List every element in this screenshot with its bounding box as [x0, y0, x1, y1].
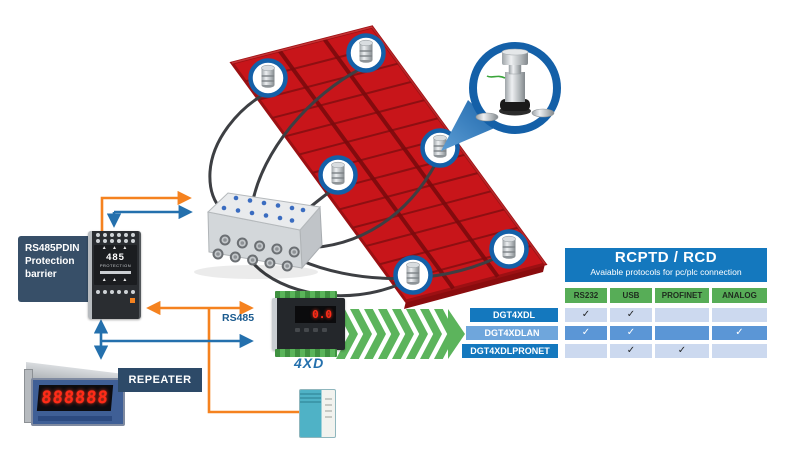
table-cell: ✓ [610, 344, 652, 358]
table-header: RCPTD / RCD Avaiable protocols for pc/pl… [565, 248, 767, 282]
table-cell: ✓ [610, 326, 652, 340]
table-cell [655, 308, 709, 322]
divider [100, 271, 131, 274]
table-subtitle: Avaiable protocols for pc/plc connection [590, 267, 742, 277]
load-cell-badge [393, 255, 433, 295]
load-cell-magnifier [441, 42, 561, 151]
load-cell-badge [248, 58, 288, 98]
callout-line: barrier [25, 269, 57, 280]
junction-box [194, 192, 323, 279]
load-cell-badges [248, 33, 529, 295]
table-cell: ✓ [610, 308, 652, 322]
load-cell-detail [475, 48, 555, 122]
orange-branch-to-psu [207, 308, 314, 414]
row-label-dgt4xdlpronet: DGT4XDLPRONET [462, 344, 558, 358]
dgt4xd-indicator-device: 0.0 [272, 298, 345, 350]
cable [250, 66, 364, 207]
cable [208, 90, 270, 212]
repeater-label: REPEATER [118, 368, 202, 392]
load-cell-badge [346, 33, 386, 73]
column-header-rs232: RS232 [565, 288, 607, 303]
barrier-model-label: 485 [106, 252, 125, 263]
column-header-profinet: PROFINET [655, 288, 709, 303]
table-cell: ✓ [565, 326, 607, 340]
barrier-sub-label: PROTECTION [99, 263, 132, 268]
indicator-marks: ▲ ▲ ▲ [101, 245, 130, 251]
cable [298, 256, 498, 281]
table-cell: ✓ [655, 344, 709, 358]
load-cell-badge [318, 155, 358, 195]
table-cell [712, 344, 767, 358]
magnifier-beam [441, 100, 497, 151]
repeater-button-strip [38, 416, 112, 421]
cable-glands [212, 234, 300, 272]
barrier-callout: RS485PDIN Protection barrier [18, 236, 108, 302]
terminal-dots [221, 195, 306, 223]
barrier-faceplate: ▲ ▲ ▲ 485 PROTECTION ▲ ▲ ▲ [94, 245, 137, 285]
table-cell: ✓ [712, 326, 767, 340]
terminal-screws [92, 231, 139, 237]
rs485-bus-label: RS485 [222, 312, 255, 324]
callout-line: Protection [25, 256, 75, 267]
cable [300, 161, 438, 250]
column-header-usb: USB [610, 288, 652, 303]
table-cell [712, 308, 767, 322]
indicator-marks: ▲ ▲ ▲ [101, 277, 130, 283]
power-supply-device [299, 389, 336, 438]
indicator-terminals-bottom [275, 349, 337, 357]
indicator-display: 0.0 [295, 306, 336, 323]
weighbridge-platform [229, 25, 548, 309]
repeater-device: 888888 [31, 378, 125, 426]
table-cell: ✓ [565, 308, 607, 322]
indicator-model-label: 4XD [294, 355, 325, 371]
data-flow-chevrons [336, 309, 465, 359]
row-label-dgt4xdlan: DGT4XDLAN [466, 326, 558, 340]
indicator-terminals-top [275, 291, 337, 299]
table-cell [655, 326, 709, 340]
load-cell-badge [489, 229, 529, 269]
terminal-screws [92, 288, 139, 294]
indicator-buttons [295, 328, 327, 332]
status-led [130, 298, 135, 303]
table-title: RCPTD / RCD [614, 249, 718, 266]
row-label-dgt4xdl: DGT4XDL [470, 308, 558, 322]
terminal-screws [92, 237, 139, 243]
table-cell [565, 344, 607, 358]
repeater-seven-segment-display: 888888 [36, 385, 114, 411]
rs485-protection-barrier-device: ▲ ▲ ▲ 485 PROTECTION ▲ ▲ ▲ [88, 231, 141, 319]
orange-arrow-barrier-to-box [100, 190, 192, 236]
callout-line: RS485PDIN [25, 243, 80, 254]
column-header-analog: ANALOG [712, 288, 767, 303]
connection-arrows [93, 190, 314, 414]
